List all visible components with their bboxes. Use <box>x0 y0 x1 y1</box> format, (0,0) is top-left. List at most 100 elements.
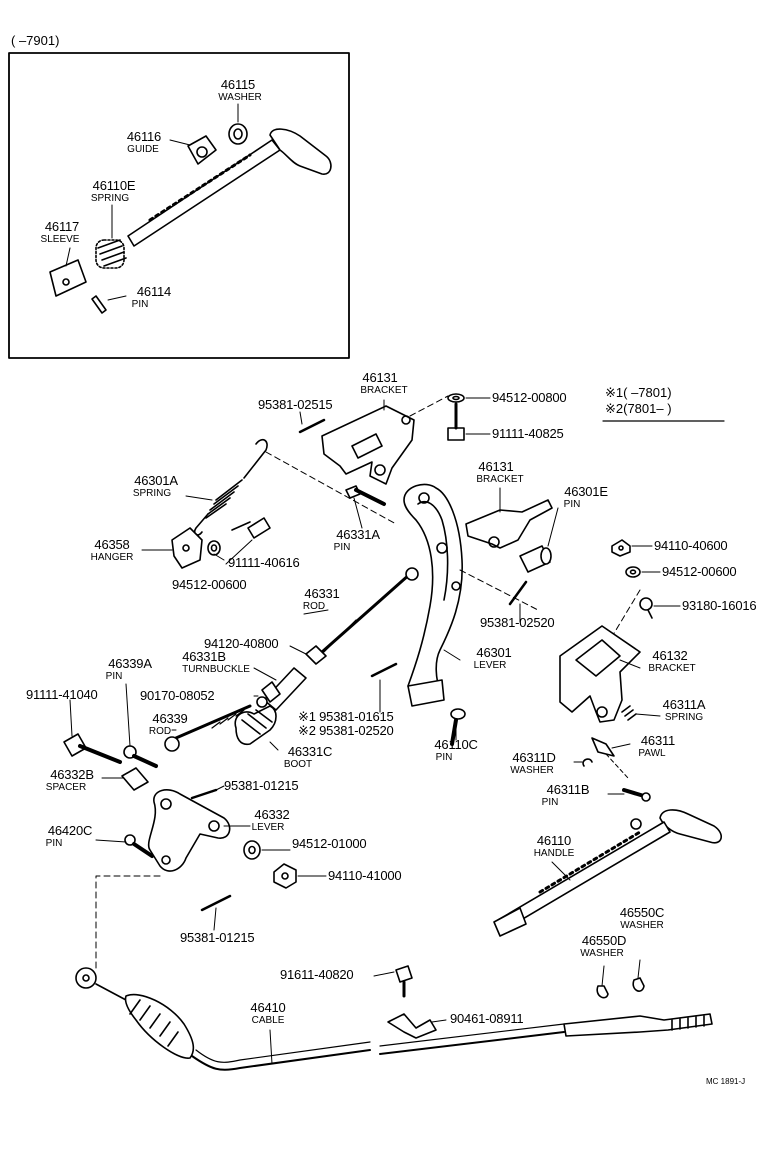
part-number-46115: 46115 <box>220 77 256 92</box>
clip-90461-08911 <box>387 1013 437 1039</box>
part-number-46311D: 46311D <box>512 750 556 765</box>
washer-94512-00600-left <box>207 540 221 556</box>
part-name-46550D: WASHER <box>580 948 624 959</box>
part-number-95381-02515: 95381-02515 <box>258 397 333 412</box>
part-number-91111-41040: 91111-41040 <box>26 687 98 702</box>
part-number-46410: 46410 <box>250 1000 286 1015</box>
part-number-46311B: 46311B <box>546 782 590 797</box>
rod-46331 <box>320 567 419 654</box>
part-number-46131-upper: 46131 <box>362 370 398 385</box>
part-name-46114: PIN <box>131 299 149 310</box>
part-name-46311A: SPRING <box>664 712 704 723</box>
pin-46331A <box>345 485 386 506</box>
part-number-46110C: 46110C <box>434 737 478 752</box>
cable-46410 <box>75 967 713 1071</box>
lever-46301 <box>403 483 463 707</box>
part-number-46132: 46132 <box>652 648 688 663</box>
part-name-46331B: TURNBUCKLE <box>182 664 250 675</box>
phantom-line-upper <box>409 395 449 417</box>
bracket-46132 <box>559 625 641 723</box>
part-number-46331A: 46331A <box>336 527 380 542</box>
part-number-46116: 46116 <box>126 129 162 144</box>
cotter-pin-95381-01615 <box>370 662 398 678</box>
part-number-46131-lower: 46131 <box>478 459 514 474</box>
part-number-46550C: 46550C <box>619 905 665 920</box>
part-number-46550D: 46550D <box>581 933 627 948</box>
phantom-line-bracket <box>609 589 641 641</box>
part-name-46117: SLEEVE <box>40 234 80 245</box>
part-number-46110E: 46110E <box>92 178 136 193</box>
washer-46550D <box>596 985 609 999</box>
footnote-line-2: ※2(7801– ) <box>605 401 672 416</box>
inset-handle-rod <box>127 128 332 247</box>
part-name-46311B: PIN <box>541 797 559 808</box>
part-number-46358: 46358 <box>94 537 130 552</box>
inset-guide-46116 <box>187 135 217 165</box>
part-number-95381-02520-alt: ※2 95381-02520 <box>298 723 394 738</box>
spring-46311A <box>621 705 637 721</box>
part-number-95381-01215-upper: 95381-01215 <box>224 778 299 793</box>
pin-46420C <box>124 834 154 858</box>
part-name-46132: BRACKET <box>648 663 696 674</box>
part-number-46114: 46114 <box>136 284 172 299</box>
bolt-91111-40616 <box>231 517 271 539</box>
part-number-90461-08911: 90461-08911 <box>450 1011 524 1026</box>
cotter-pin-95381-01215-lower <box>200 894 232 912</box>
part-name-46331C: BOOT <box>283 759 313 770</box>
rod-46339 <box>164 704 252 752</box>
pawl-46311 <box>591 737 615 757</box>
part-number-94512-00600-right: 94512-00600 <box>662 564 737 579</box>
part-number-46110: 46110 <box>536 833 572 848</box>
phantom-line-lever <box>459 569 539 611</box>
inset-sleeve-46117 <box>49 259 87 297</box>
cotter-pin-95381-02515 <box>298 418 326 434</box>
part-name-46550C: WASHER <box>620 920 664 931</box>
part-name-46339A: PIN <box>105 671 123 682</box>
washer-46550C <box>632 977 645 992</box>
boot-46331C <box>234 705 277 746</box>
bolt-93180-16016 <box>639 597 653 619</box>
part-name-46331A: PIN <box>333 542 351 553</box>
nut-94110-41000 <box>273 863 297 889</box>
part-name-46332: LEVER <box>251 822 285 833</box>
part-name-46420C: PIN <box>45 838 63 849</box>
part-name-46339: ROD <box>148 726 172 737</box>
washer-94512-01000 <box>243 840 261 860</box>
handle-46110 <box>493 809 722 937</box>
inset-washer-46115 <box>228 123 248 145</box>
part-number-46339: 46339 <box>152 711 188 726</box>
part-name-46331: ROD <box>302 601 326 612</box>
part-name-46110E: SPRING <box>90 193 130 204</box>
part-number-91111-40825: 91111-40825 <box>492 426 564 441</box>
nut-90170-08052 <box>256 681 281 708</box>
inset-frame <box>8 52 350 359</box>
pin-46301E <box>519 545 552 573</box>
part-number-46332: 46332 <box>254 807 290 822</box>
part-number-94110-40600: 94110-40600 <box>654 538 728 553</box>
header-note: ( –7901) <box>11 33 60 48</box>
return-spring-46301A <box>193 438 268 536</box>
part-number-46339A: 46339A <box>108 656 152 671</box>
part-number-46420C: 46420C <box>47 823 93 838</box>
washer-46311D <box>582 758 593 767</box>
part-name-46110C: PIN <box>435 752 453 763</box>
part-number-95381-01615: ※1 95381-01615 <box>298 709 394 724</box>
washer-94512-00800 <box>447 393 465 403</box>
part-number-46301E: 46301E <box>564 484 608 499</box>
part-name-46110: HANDLE <box>533 848 575 859</box>
part-number-46311A: 46311A <box>662 697 706 712</box>
part-number-94512-01000: 94512-01000 <box>292 836 367 851</box>
part-number-94110-41000: 94110-41000 <box>328 868 402 883</box>
part-number-46331C: 46331C <box>287 744 333 759</box>
inset-leader-lines <box>65 103 239 301</box>
nut-94120-40800 <box>305 645 327 665</box>
part-number-93180-16016: 93180-16016 <box>682 598 757 613</box>
part-number-46301A: 46301A <box>134 473 178 488</box>
part-name-46311D: WASHER <box>510 765 554 776</box>
phantom-line-spring <box>265 451 397 525</box>
phantom-line-pawl <box>605 753 629 779</box>
washer-94512-00600-right <box>625 566 641 578</box>
lever-46332 <box>147 789 231 872</box>
bolt-91111-40825 <box>447 402 465 441</box>
